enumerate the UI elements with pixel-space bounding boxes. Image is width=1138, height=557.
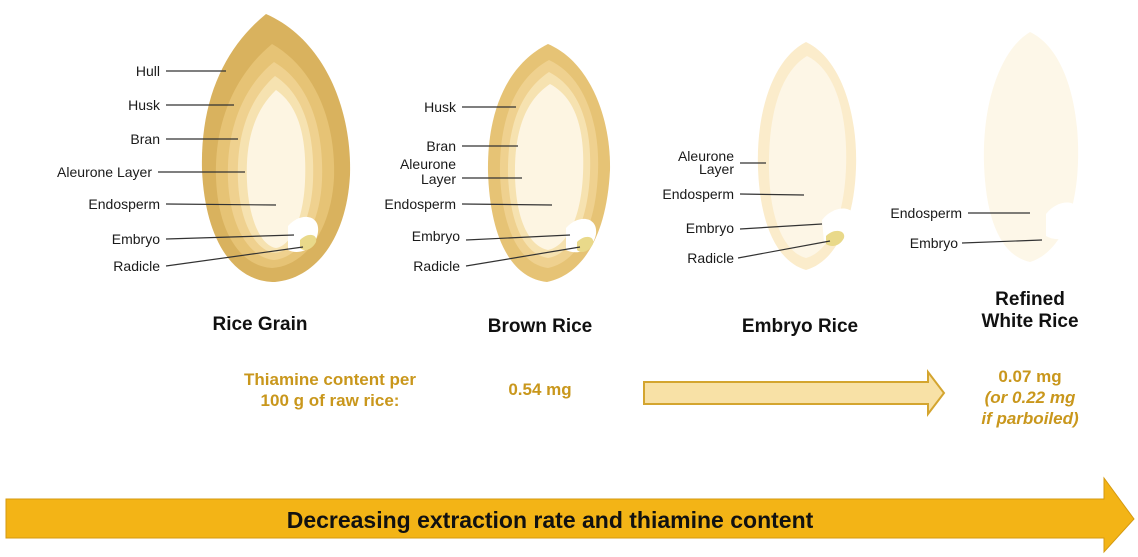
white-rice-illustration	[984, 32, 1080, 262]
white-rice-label-embryo: Embryo	[846, 236, 958, 251]
rice-grain-label-bran: Bran	[60, 132, 160, 147]
brown-rice-illustration	[488, 44, 610, 282]
brown-rice-label-endosperm: Endosperm	[340, 197, 456, 212]
rice-grain-label-embryo: Embryo	[40, 232, 160, 247]
brown-rice-label-layer: Layer	[356, 172, 456, 187]
white-rice-title-line1: Refined	[930, 289, 1130, 310]
rice-grain-label-radicle: Radicle	[40, 259, 160, 274]
thiamine-caption-line2: 100 g of raw rice:	[200, 391, 460, 411]
white-rice-parboiled-line1: (or 0.22 mg	[950, 388, 1110, 408]
rice-grain-label-endosperm: Endosperm	[40, 197, 160, 212]
white-rice-thiamine-value: 0.07 mg	[960, 367, 1100, 387]
thiamine-decrease-arrow	[644, 372, 944, 414]
brown-rice-title: Brown Rice	[440, 316, 640, 337]
rice-grain-label-hull: Hull	[60, 64, 160, 79]
rice-grain-label-husk: Husk	[60, 98, 160, 113]
rice-grain-illustration	[202, 14, 350, 282]
rice-grain-label-aleurone: Aleurone Layer	[0, 165, 152, 180]
embryo-rice-label-embryo: Embryo	[640, 221, 734, 236]
white-rice-title-line2: White Rice	[930, 311, 1130, 332]
rice-grain-title: Rice Grain	[160, 314, 360, 335]
embryo-rice-label-endosperm: Endosperm	[624, 187, 734, 202]
brown-rice-label-aleurone: Aleurone	[356, 157, 456, 172]
brown-rice-label-husk: Husk	[356, 100, 456, 115]
white-rice-label-endosperm: Endosperm	[846, 206, 962, 221]
embryo-rice-illustration	[758, 42, 856, 270]
brown-rice-label-embryo: Embryo	[356, 229, 460, 244]
brown-rice-label-bran: Bran	[356, 139, 456, 154]
brown-rice-label-radicle: Radicle	[356, 259, 460, 274]
extraction-banner-text: Decreasing extraction rate and thiamine …	[0, 505, 1100, 535]
embryo-rice-label-layer: Layer	[640, 162, 734, 177]
white-rice-parboiled-line2: if parboiled)	[950, 409, 1110, 429]
brown-rice-thiamine-value: 0.54 mg	[480, 380, 600, 400]
thiamine-caption-line1: Thiamine content per	[200, 370, 460, 390]
embryo-rice-label-radicle: Radicle	[640, 251, 734, 266]
embryo-rice-title: Embryo Rice	[690, 316, 910, 337]
